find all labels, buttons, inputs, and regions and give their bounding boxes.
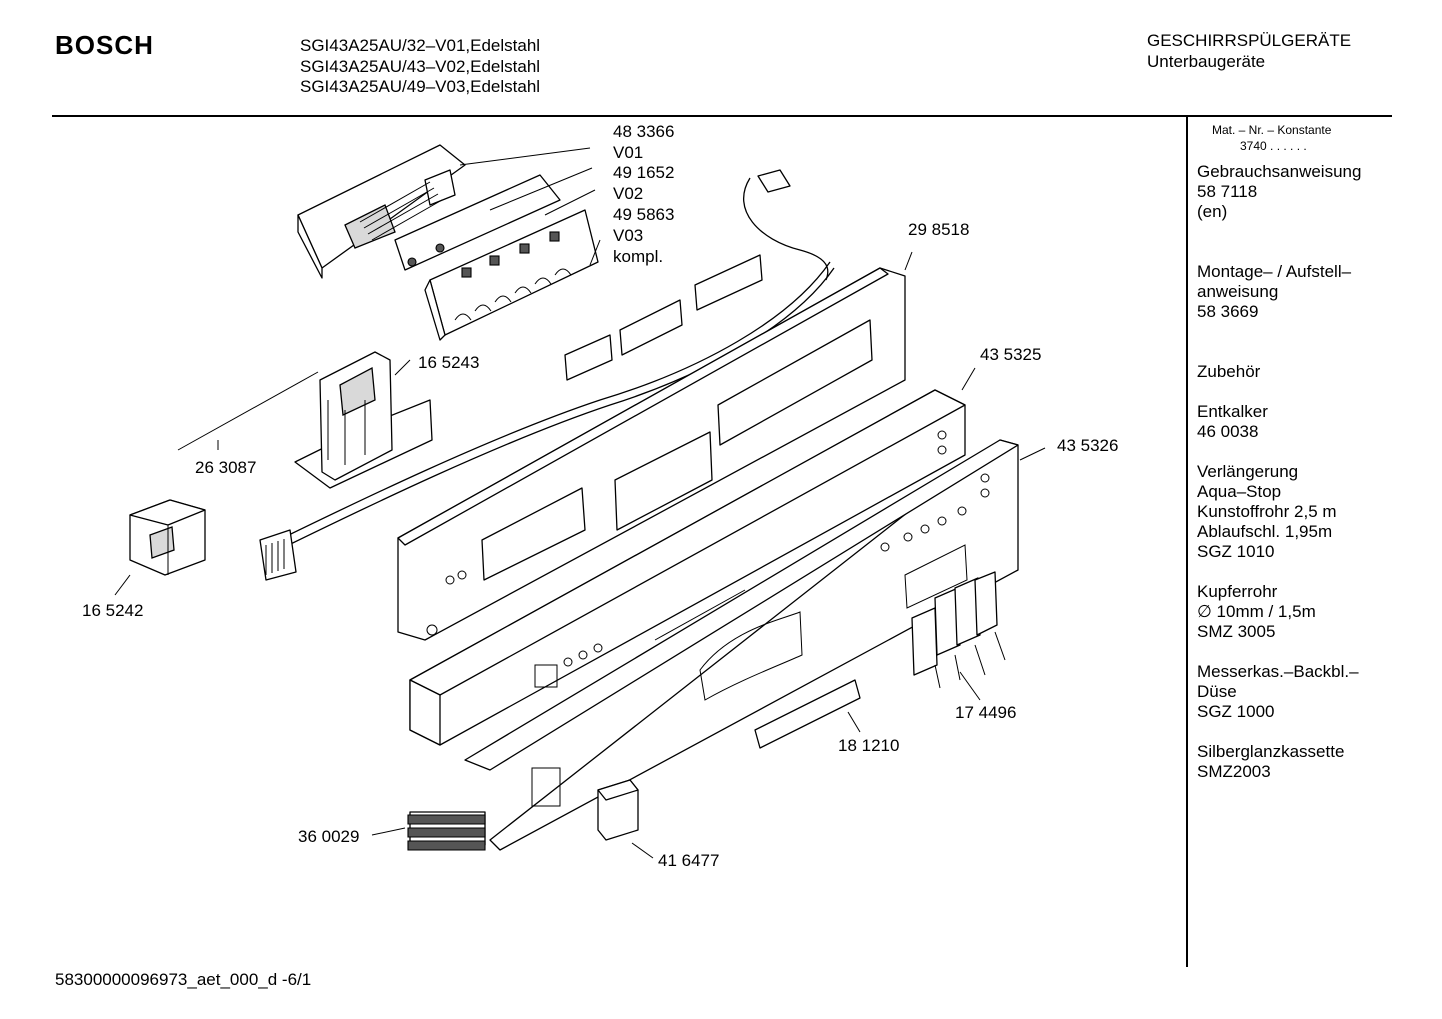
accessory-line bbox=[1197, 242, 1361, 262]
label-165243: 16 5243 bbox=[418, 353, 479, 372]
accessory-line: Zubehör bbox=[1197, 362, 1261, 381]
label-v03: V03 bbox=[613, 226, 643, 245]
part-carrier-165243 bbox=[294, 351, 433, 489]
accessory-line: SMZ2003 bbox=[1197, 762, 1271, 781]
accessory-line: Kunstoffrohr 2,5 m bbox=[1197, 502, 1337, 521]
label-491652: 49 1652 bbox=[613, 163, 674, 182]
label-165242: 16 5242 bbox=[82, 601, 143, 620]
accessory-line: Montage– / Aufstell– bbox=[1197, 262, 1352, 281]
category-title: GESCHIRRSPÜLGERÄTE bbox=[1147, 31, 1352, 50]
accessory-line: Aqua–Stop bbox=[1197, 482, 1282, 501]
brand-logo: BOSCH bbox=[55, 30, 154, 60]
model-list: SGI43A25AU/32–V01,Edelstahl SGI43A25AU/4… bbox=[300, 36, 540, 98]
model-line: SGI43A25AU/32–V01,Edelstahl bbox=[300, 36, 541, 55]
accessory-line: SGZ 1010 bbox=[1197, 542, 1275, 561]
category-subtitle: Unterbaugeräte bbox=[1147, 51, 1266, 71]
exploded-parts-diagram: 48 3366 V01 49 1652 V02 49 5863 V03 komp… bbox=[82, 122, 1118, 870]
control-module-assembly bbox=[297, 144, 601, 341]
material-number-value: 3740 . . . . . . bbox=[1240, 139, 1307, 153]
label-kompl: kompl. bbox=[613, 247, 663, 266]
part-strip-181210 bbox=[754, 679, 861, 749]
sidebar-divider bbox=[1186, 117, 1188, 967]
accessory-line: SGZ 1000 bbox=[1197, 702, 1275, 721]
document-code: 58300000096973_aet_000_d -6/1 bbox=[55, 970, 312, 989]
label-181210: 18 1210 bbox=[838, 736, 899, 755]
label-416477: 41 6477 bbox=[658, 851, 719, 870]
part-frame-298518 bbox=[397, 267, 906, 641]
category-block: GESCHIRRSPÜLGERÄTE Unterbaugeräte bbox=[1147, 31, 1351, 72]
part-360029 bbox=[407, 814, 486, 851]
accessory-line: Entkalker bbox=[1197, 402, 1268, 421]
label-263087: 26 3087 bbox=[195, 458, 256, 477]
model-line: SGI43A25AU/49–V03,Edelstahl bbox=[300, 77, 541, 96]
accessory-line: Ablaufschl. 1,95m bbox=[1197, 522, 1333, 541]
label-435325: 43 5325 bbox=[980, 345, 1041, 364]
label-v01: V01 bbox=[613, 143, 643, 162]
label-174496: 17 4496 bbox=[955, 703, 1016, 722]
accessory-line bbox=[1197, 342, 1361, 362]
label-360029: 36 0029 bbox=[298, 827, 359, 846]
accessory-line: 58 7118 bbox=[1197, 182, 1258, 201]
label-435326: 43 5326 bbox=[1057, 436, 1118, 455]
accessory-line: Silberglanzkassette bbox=[1197, 742, 1345, 761]
leader-lines bbox=[114, 251, 1046, 859]
accessory-line: Messerkas.–Backbl.– bbox=[1197, 662, 1359, 681]
label-495863: 49 5863 bbox=[613, 205, 674, 224]
accessory-line: 58 3669 bbox=[1197, 302, 1259, 321]
model-line: SGI43A25AU/43–V02,Edelstahl bbox=[300, 56, 541, 76]
accessory-line: Gebrauchsanweisung bbox=[1197, 162, 1362, 181]
part-cover-435325 bbox=[409, 389, 966, 746]
accessory-line: (en) bbox=[1197, 202, 1228, 221]
accessory-line: Verlängerung bbox=[1197, 462, 1299, 481]
accessory-line: anweisung bbox=[1197, 282, 1279, 301]
accessory-line: 46 0038 bbox=[1197, 422, 1259, 441]
material-number-header: Mat. – Nr. – Konstante bbox=[1212, 123, 1332, 137]
part-416477 bbox=[597, 779, 639, 841]
cable-harness bbox=[259, 169, 835, 581]
part-buttons-174496 bbox=[911, 571, 1006, 689]
accessory-line: Kupferrohr bbox=[1197, 582, 1278, 601]
label-483366: 48 3366 bbox=[613, 122, 674, 141]
accessory-line: ∅ 10mm / 1,5m bbox=[1197, 602, 1316, 621]
accessory-line: SMZ 3005 bbox=[1197, 622, 1276, 641]
label-298518: 29 8518 bbox=[908, 220, 969, 239]
header-divider bbox=[52, 115, 1392, 117]
part-labels: 48 3366 V01 49 1652 V02 49 5863 V03 komp… bbox=[82, 122, 1118, 870]
accessory-group: Zubehör bbox=[1197, 342, 1361, 382]
part-165242 bbox=[129, 499, 206, 576]
accessory-line: Düse bbox=[1197, 682, 1237, 701]
label-v02: V02 bbox=[613, 184, 643, 203]
